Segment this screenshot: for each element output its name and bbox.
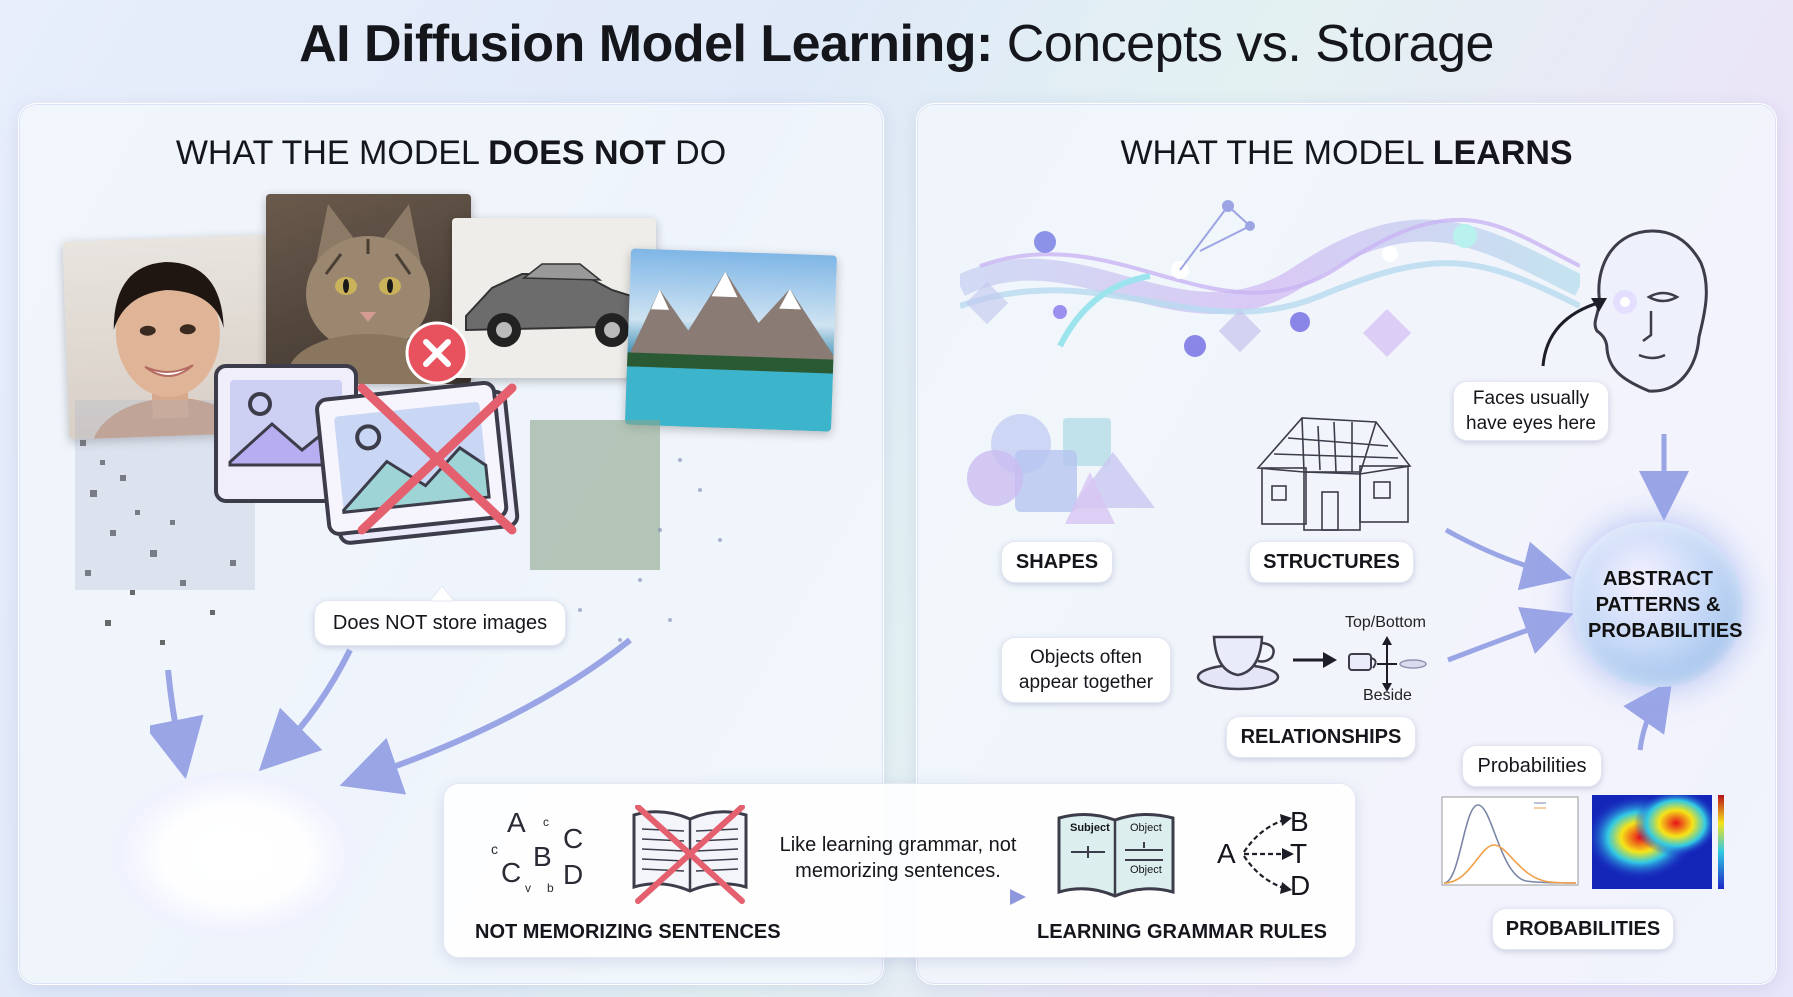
- red-cross-icon: [357, 383, 517, 535]
- not-memorizing-label: NOT MEMORIZING SENTENCES: [475, 921, 781, 943]
- neural-wave-graphic: [960, 200, 1580, 358]
- analogy-arrow: [792, 889, 1026, 905]
- face-illustration: [91, 262, 252, 440]
- heatmap-icon: [1592, 795, 1724, 889]
- top-bottom-label: Top/Bottom: [1345, 614, 1426, 631]
- book-subject-label: Subject: [1070, 822, 1110, 834]
- close-circle-icon: [405, 321, 469, 385]
- page-title: AI Diffusion Model Learning: Concepts vs…: [0, 14, 1793, 74]
- grammar-analogy-box: [443, 783, 1356, 958]
- rule-arrows-icon: [1243, 814, 1294, 894]
- does-not-store-callout: Does NOT store images: [314, 600, 566, 646]
- right-flow-arrows: [1444, 434, 1689, 751]
- structures-label: STRUCTURES: [1249, 541, 1414, 583]
- title-bold: AI Diffusion Model Learning:: [299, 15, 993, 73]
- abstract-patterns-blob: ABSTRACT PATTERNS & PROBABILITIES: [1573, 522, 1743, 687]
- book-object-bottom-label: Object: [1130, 864, 1162, 876]
- left-flow-arrows: [150, 637, 632, 795]
- abstract-label: ABSTRACT PATTERNS & PROBABILITIES: [1588, 567, 1743, 642]
- position-relation-icon: [1348, 636, 1427, 692]
- rule-from-letter: A: [1217, 838, 1236, 869]
- teacup-icon: [1196, 635, 1280, 691]
- noise-cloud: [110, 770, 360, 940]
- beside-label: Beside: [1363, 687, 1412, 704]
- face-photo: [62, 234, 274, 440]
- probabilities-label: PROBABILITIES: [1492, 908, 1674, 950]
- mountain-illustration: [624, 271, 834, 432]
- house-wireframe-icon: [1256, 417, 1412, 531]
- relation-arrow: [1293, 652, 1337, 668]
- grammar-book-icon: [1057, 813, 1175, 898]
- objects-callout: Objects often appear together: [1001, 637, 1171, 703]
- rule-to-letters: B T D: [1290, 806, 1311, 901]
- crossed-book-icon: [632, 805, 748, 904]
- scattered-letters: A C B C D c c v b: [491, 807, 584, 895]
- head-outline-icon: [1593, 229, 1708, 393]
- title-light: Concepts vs. Storage: [1006, 15, 1495, 73]
- left-panel-heading: WHAT THE MODEL DOES NOT DO: [175, 134, 727, 172]
- shapes-icon: [967, 414, 1155, 524]
- car-illustration: [465, 263, 650, 347]
- callout-pointer: [430, 585, 454, 602]
- right-panel-heading: WHAT THE MODEL LEARNS: [1120, 134, 1573, 172]
- grammar-rules-label: LEARNING GRAMMAR RULES: [1037, 921, 1327, 943]
- cat-illustration: [288, 204, 448, 384]
- car-photo: [452, 218, 656, 378]
- analogy-text: Like learning grammar, not memorizing se…: [779, 834, 1017, 882]
- distribution-curves-icon: [1441, 796, 1579, 886]
- book-object-top-label: Object: [1130, 822, 1162, 834]
- shapes-label: SHAPES: [1001, 541, 1113, 583]
- cat-photo: [266, 194, 471, 384]
- faces-callout: Faces usually have eyes here: [1453, 381, 1609, 441]
- pointer-arrow: [1541, 298, 1607, 367]
- probabilities-callout: Probabilities: [1462, 745, 1602, 787]
- relationships-label: RELATIONSHIPS: [1226, 716, 1416, 758]
- mountain-lake-photo: [624, 248, 838, 432]
